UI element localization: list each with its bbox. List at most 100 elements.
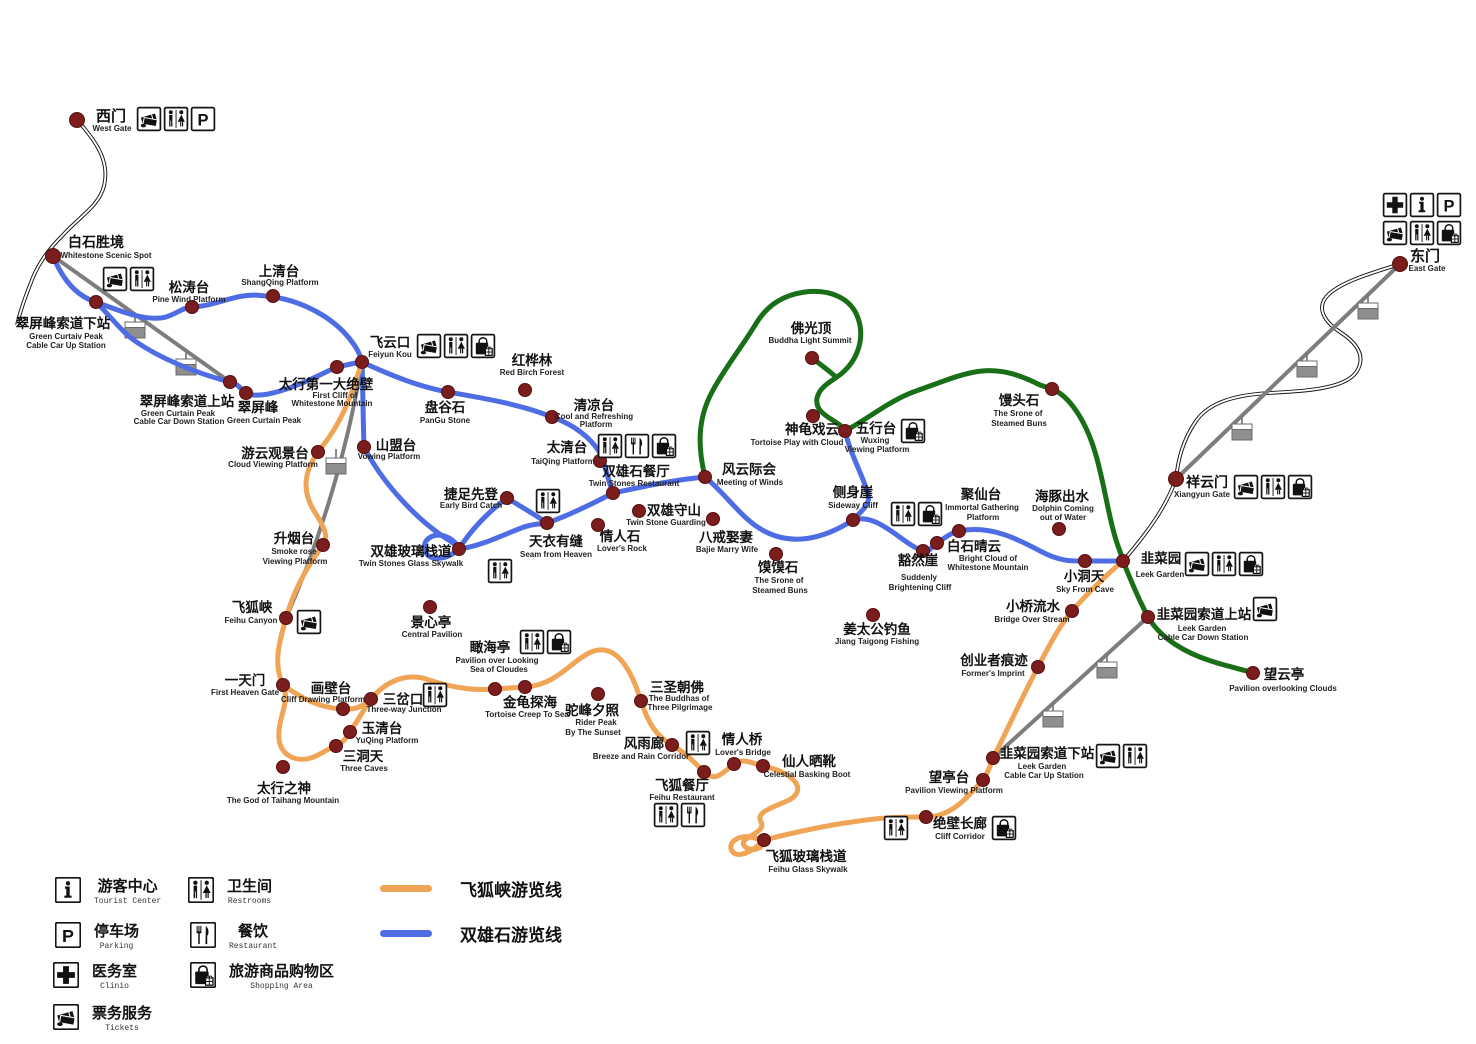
- west-gate-label-en: West Gate: [93, 124, 133, 133]
- route-segment: [610, 474, 708, 496]
- svg-text:P: P: [1443, 198, 1454, 216]
- xiangyun-gate-label-zh: 祥云门: [1186, 474, 1228, 490]
- shopping-icon: [1238, 551, 1264, 577]
- feihu-restaurant-dot: [697, 765, 711, 779]
- feiyun-kou-label-zh: 飞云口: [370, 335, 411, 350]
- route-color-swatch: [380, 930, 432, 937]
- breeze-and-rain-corridor-label-zh: 风雨廊: [624, 735, 665, 751]
- legend-route-twin-stones-line: 双雄石游览线: [380, 921, 562, 946]
- wuxing-viewing-platform-label-zh: 五行台: [856, 420, 897, 436]
- meeting-of-winds-label-en: Meeting of Winds: [717, 478, 784, 487]
- god-of-taihang-mountain-label-en: The God of Taihang Mountain: [227, 796, 339, 805]
- green-curtain-peak-label-en: Green Curtain Peak: [227, 416, 302, 425]
- dolphin-coming-out-of-water-label-en: Dolphin Coming: [1032, 504, 1094, 513]
- pavilion-overlooking-clouds-label-en: Pavilion overlooking Clouds: [1229, 684, 1337, 693]
- restrooms-icon: [890, 501, 916, 527]
- restrooms-icon: [1211, 551, 1237, 577]
- god-of-taihang-mountain-label-zh: 太行之神: [257, 780, 311, 796]
- sky-from-cave-label-zh: 小洞天: [1064, 569, 1105, 584]
- sky-from-cave-label-en: Sky From Cave: [1056, 585, 1114, 594]
- pangu-stone-label-zh: 盘谷石: [425, 399, 466, 415]
- smoke-rise-viewing-platform-label-en: Viewing Platform: [263, 557, 328, 566]
- bajie-marry-wife-label-zh: 八戒娶妻: [698, 529, 753, 545]
- three-caves-label-en: Three Caves: [340, 764, 388, 773]
- breeze-and-rain-corridor-dot: [665, 738, 679, 752]
- restrooms-icon: [163, 106, 189, 132]
- svg-text:P: P: [197, 112, 208, 130]
- green-curtain-cable-up-station-label-zh: 翠屏峰索道上站: [140, 393, 235, 409]
- celestial-basking-boot-dot: [756, 759, 770, 773]
- tickets-icon: [1252, 596, 1278, 622]
- road-center-xiangyun-road: [1122, 478, 1177, 562]
- smoke-rise-viewing-platform-label-en: Smoke rose: [271, 547, 317, 556]
- feiyun-kou-label-en: Feiyun Kou: [368, 350, 412, 359]
- green-curtain-peak-label-zh: 翠屏峰: [238, 399, 279, 415]
- twin-stone-guarding-dot: [632, 504, 646, 518]
- momo-stone-label-en: The Srone of: [755, 576, 804, 585]
- restrooms-icon: [129, 266, 155, 292]
- bridge-over-stream-label-en: Bridge Over Stream: [994, 615, 1069, 624]
- tortoise-play-with-cloud-dot: [806, 409, 820, 423]
- shopping-icon: [190, 962, 216, 988]
- buddha-light-summit-dot: [805, 351, 819, 365]
- buddha-light-summit-label-en: Buddha Light Summit: [768, 336, 851, 345]
- tickets-icon: [136, 106, 162, 132]
- twin-stones-glass-skywalk-dot: [452, 542, 466, 556]
- mantou-stone-dot: [1045, 382, 1059, 396]
- jiang-taigong-fishing-dot: [866, 608, 880, 622]
- west-gate-label-zh: 西门: [96, 107, 126, 125]
- leek-garden-cable-down-station-label-en: Cable Car Up Station: [1004, 771, 1084, 780]
- bright-cloud-label-en: Whitestone Mountain: [948, 563, 1029, 572]
- gondola-icon: [1296, 352, 1318, 378]
- tickets-icon: [1382, 220, 1408, 246]
- pine-wind-platform-dot: [185, 300, 199, 314]
- legend-label-zh: 医务室: [92, 963, 138, 980]
- suddenly-brightening-cliff-label-en: Suddenly: [901, 573, 938, 582]
- vowing-platform-dot: [357, 440, 371, 454]
- parking-icon: P: [55, 922, 81, 948]
- central-pavilion-dot: [423, 600, 437, 614]
- feihu-glass-skywalk-label-en: Feihu Glass Skywalk: [768, 865, 848, 874]
- leek-garden-cable-up-station-label-en: Leek Garden: [1178, 624, 1227, 633]
- tickets-icon: [1095, 743, 1121, 769]
- route-segment: [842, 428, 871, 523]
- restrooms-icon: [188, 877, 214, 903]
- green-curtain-cable-up-station-label-en: Cable Car Down Station: [134, 417, 225, 426]
- lovers-rock-label-zh: 情人石: [600, 528, 641, 544]
- buddha-light-summit-label-zh: 佛光顶: [790, 320, 832, 336]
- route-segment: [761, 558, 1126, 843]
- pavilion-viewing-platform-dot: [976, 773, 990, 787]
- seam-from-heaven-label-en: Seam from Heaven: [520, 550, 592, 559]
- legend-label-en: Shopping Area: [250, 982, 313, 991]
- three-caves-dot: [329, 739, 343, 753]
- shopping-icon: [991, 815, 1017, 841]
- bright-cloud-dot: [930, 536, 944, 550]
- route-segment: [697, 288, 864, 480]
- tortoise-play-with-cloud-label-zh: 神龟戏云: [785, 421, 839, 437]
- bajie-marry-wife-dot: [706, 512, 720, 526]
- smoke-rise-viewing-platform-label-zh: 升烟台: [274, 530, 315, 546]
